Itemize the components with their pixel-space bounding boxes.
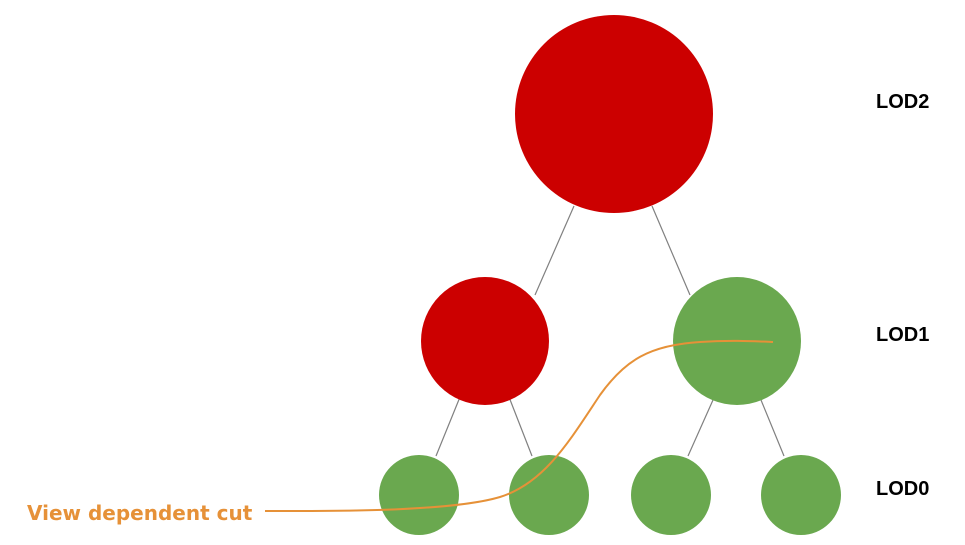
edge-lod1-right-lod0-3 xyxy=(687,399,714,457)
node-lod0-1 xyxy=(379,455,459,535)
edge-lod2-lod1-right xyxy=(651,205,691,296)
node-lod1-left xyxy=(421,277,549,405)
node-lod2-root xyxy=(515,15,713,213)
node-lod0-3 xyxy=(631,455,711,535)
label-lod1: LOD1 xyxy=(876,324,929,346)
edge-lod2-lod1-left xyxy=(534,205,575,296)
label-lod2: LOD2 xyxy=(876,91,929,113)
edge-lod1-left-lod0-1 xyxy=(435,396,461,457)
view-dependent-cut-curve xyxy=(264,339,774,513)
node-lod0-4 xyxy=(761,455,841,535)
label-lod0: LOD0 xyxy=(876,478,929,500)
edge-lod1-right-lod0-4 xyxy=(760,399,785,457)
node-lod0-2 xyxy=(509,455,589,535)
edge-lod1-left-lod0-2 xyxy=(508,396,533,457)
tree-edges xyxy=(435,205,785,457)
view-dependent-cut-label: View dependent cut xyxy=(27,501,253,525)
tree-nodes xyxy=(379,15,841,535)
